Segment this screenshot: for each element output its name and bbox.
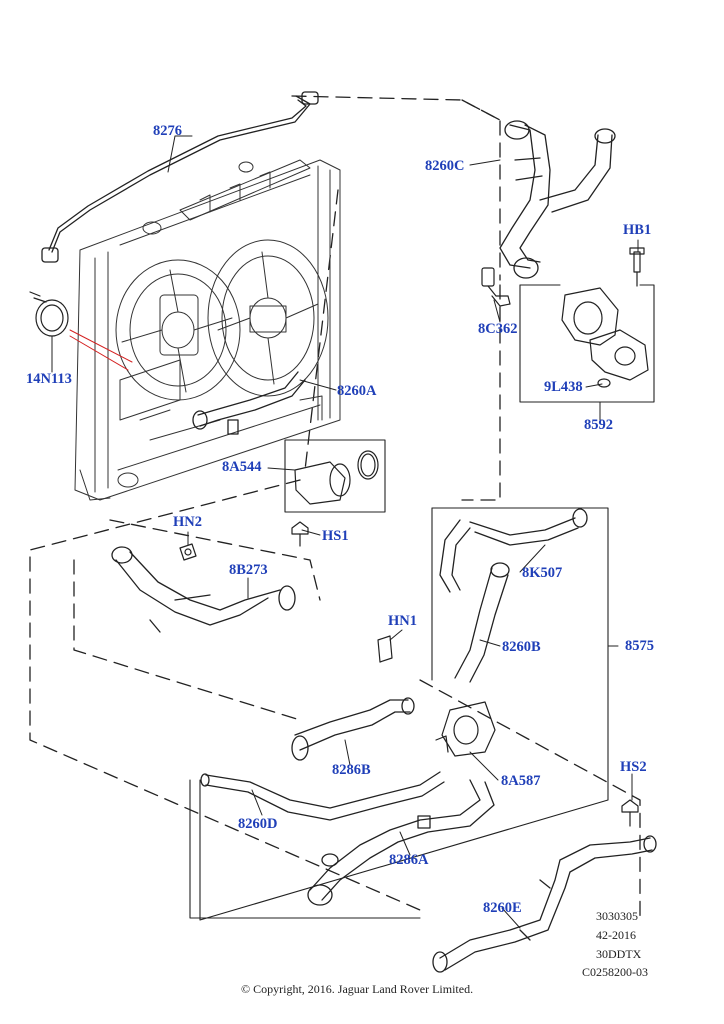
label-8286B[interactable]: 8286B xyxy=(332,762,371,778)
hose-8K507 xyxy=(439,508,588,593)
label-8260D[interactable]: 8260D xyxy=(238,816,278,832)
outlet-8A544 xyxy=(294,450,379,505)
vent-hose-8276 xyxy=(41,91,319,263)
label-HS2[interactable]: HS2 xyxy=(620,759,647,775)
label-8260B[interactable]: 8260B xyxy=(502,639,541,655)
label-8A587[interactable]: 8A587 xyxy=(501,773,541,789)
reference-line-3: 30DDTX xyxy=(596,947,642,961)
sensor-8C362 xyxy=(481,267,511,307)
hose-8260C xyxy=(499,120,616,279)
bolt-HB1 xyxy=(629,247,645,287)
bolt-HS1 xyxy=(291,521,309,547)
label-8260E[interactable]: 8260E xyxy=(483,900,522,916)
hose-8260B xyxy=(454,562,510,683)
label-8575[interactable]: 8575 xyxy=(625,638,654,654)
label-9L438[interactable]: 9L438 xyxy=(544,379,583,395)
label-8276[interactable]: 8276 xyxy=(153,123,182,139)
outlet-8A587 xyxy=(435,701,496,757)
dashed-outlines xyxy=(29,95,641,921)
label-8K507[interactable]: 8K507 xyxy=(522,565,563,581)
clamp-14N113 xyxy=(29,291,69,337)
copyright-notice: © Copyright, 2016. Jaguar Land Rover Lim… xyxy=(241,982,474,996)
reference-line-4: C0258200-03 xyxy=(582,965,648,979)
label-8A544[interactable]: 8A544 xyxy=(222,459,262,475)
hose-8260A xyxy=(192,371,306,435)
nut-HN2 xyxy=(179,543,197,561)
label-8592[interactable]: 8592 xyxy=(584,417,613,433)
label-HB1[interactable]: HB1 xyxy=(623,222,652,238)
group-boxes xyxy=(189,284,655,921)
label-HS1[interactable]: HS1 xyxy=(322,528,349,544)
label-8286A[interactable]: 8286A xyxy=(389,852,429,868)
red-leader-lines xyxy=(69,329,133,371)
hose-8B273 xyxy=(111,546,296,633)
hose-8286A xyxy=(307,779,495,906)
label-14N113[interactable]: 14N113 xyxy=(26,371,72,387)
label-HN2[interactable]: HN2 xyxy=(173,514,202,530)
housing-8592 xyxy=(561,287,649,388)
hose-8260E xyxy=(432,835,657,973)
label-8C362[interactable]: 8C362 xyxy=(478,321,518,337)
label-8260A[interactable]: 8260A xyxy=(337,383,377,399)
bolt-HS2 xyxy=(621,799,639,827)
label-HN1[interactable]: HN1 xyxy=(388,613,417,629)
hose-8260D xyxy=(200,771,445,821)
reference-line-2: 42-2016 xyxy=(596,928,636,942)
label-8B273[interactable]: 8B273 xyxy=(229,562,268,578)
reference-line-1: 3030305 xyxy=(596,909,638,923)
radiator-assembly xyxy=(74,159,341,501)
nut-HN1 xyxy=(377,635,393,663)
label-8260C[interactable]: 8260C xyxy=(425,158,465,174)
hose-8286B xyxy=(291,697,415,761)
leader-lines xyxy=(51,135,639,929)
